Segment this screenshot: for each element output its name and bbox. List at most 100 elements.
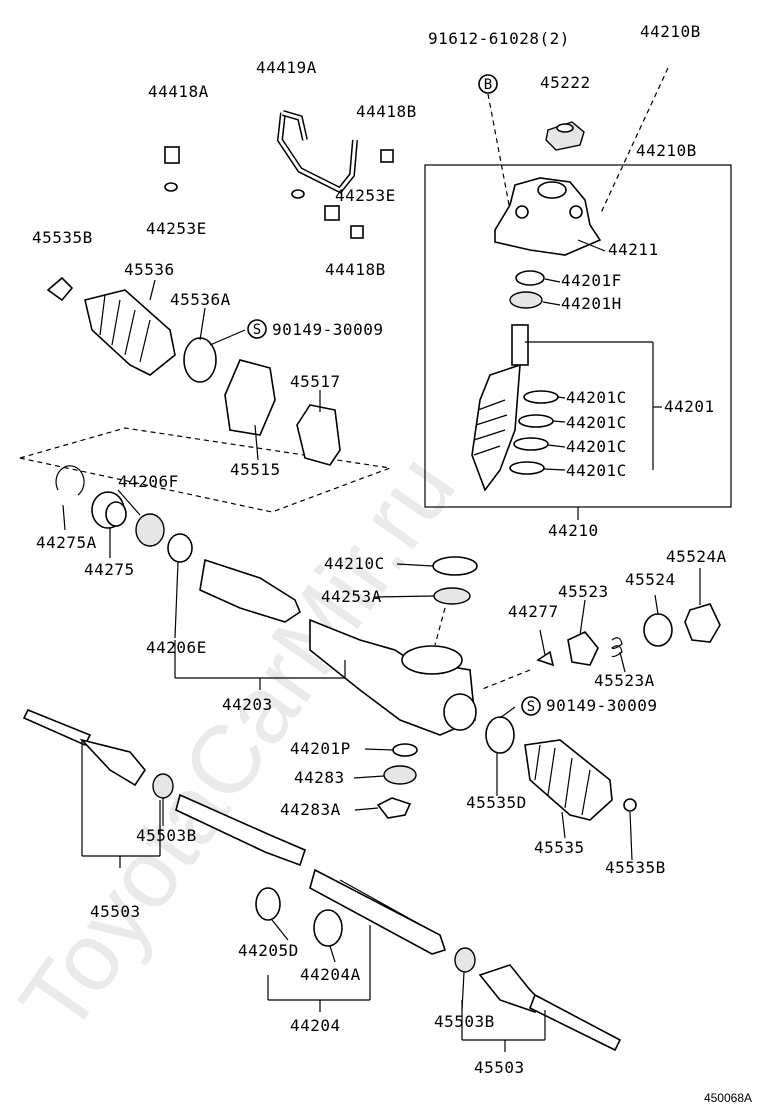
clamp-45535B-right xyxy=(623,798,637,812)
cap-leader xyxy=(434,607,446,646)
label-44201C-3: 44201C xyxy=(566,437,627,456)
bearing-44201H xyxy=(509,291,543,309)
label-44275: 44275 xyxy=(84,560,135,579)
rack-guide-leader xyxy=(479,669,531,691)
seal-44205D xyxy=(255,887,281,921)
label-44283: 44283 xyxy=(294,768,345,787)
steering-rack-44204 xyxy=(175,793,447,955)
clamp-45535B-left xyxy=(46,276,74,302)
label-45222: 45222 xyxy=(540,73,591,92)
lock-nut-44277 xyxy=(536,650,555,667)
lock-nut-45524A xyxy=(684,603,721,643)
label-45503B-2: 45503B xyxy=(434,1012,495,1031)
label-45503-1: 45503 xyxy=(90,902,141,921)
union-nut-end xyxy=(324,205,340,221)
union-nut-44418B-lower xyxy=(350,225,364,239)
label-44204: 44204 xyxy=(290,1016,341,1035)
label-44418A: 44418A xyxy=(148,82,209,101)
label-44275A: 44275A xyxy=(36,533,97,552)
rack-bushing-44275 xyxy=(91,491,127,529)
label-44201F: 44201F xyxy=(561,271,622,290)
label-45503-2: 45503 xyxy=(474,1058,525,1077)
seal-ring-44201C-1 xyxy=(523,390,559,404)
pinion-housing-44211 xyxy=(494,177,602,256)
callout-s1-circle xyxy=(247,319,267,339)
label-45536A: 45536A xyxy=(170,290,231,309)
figure-id: 450068A xyxy=(704,1091,752,1105)
label-45524A: 45524A xyxy=(666,547,727,566)
grommet-45517 xyxy=(296,404,341,466)
label-45535: 45535 xyxy=(534,838,585,857)
label-44211: 44211 xyxy=(608,240,659,259)
label-44201H: 44201H xyxy=(561,294,622,313)
callout-b-circle xyxy=(478,74,498,94)
spring-45523A xyxy=(611,637,623,658)
snap-ring-44275A xyxy=(55,465,85,496)
washer-45503B-right xyxy=(454,947,476,973)
label-45517: 45517 xyxy=(290,372,341,391)
label-90149-1: 90149-30009 xyxy=(272,320,383,339)
label-44210B-2: 44210B xyxy=(636,141,697,160)
seal-ring-44201C-2 xyxy=(518,414,554,428)
rack-housing-44203 xyxy=(199,558,477,736)
label-44418B-2: 44418B xyxy=(325,260,386,279)
rack-guide-45523 xyxy=(567,631,599,666)
label-90149-2: 90149-30009 xyxy=(546,696,657,715)
seal-44201P xyxy=(392,743,418,757)
housing-bore xyxy=(537,181,567,199)
tie-rod-end-right xyxy=(478,964,622,1052)
bearing-44283 xyxy=(383,765,417,785)
label-44253E-2: 44253E xyxy=(146,219,207,238)
label-44210B-1: 44210B xyxy=(640,22,701,41)
boot-45535 xyxy=(524,739,613,821)
label-45524: 45524 xyxy=(625,570,676,589)
label-45535B-2: 45535B xyxy=(605,858,666,877)
dashed-group-outline xyxy=(19,427,393,513)
o-ring-44253A xyxy=(433,587,471,605)
housing-port-left xyxy=(515,205,529,219)
label-44204A: 44204A xyxy=(300,965,361,984)
label-44201C-4: 44201C xyxy=(566,461,627,480)
label-45535D: 45535D xyxy=(466,793,527,812)
label-44210: 44210 xyxy=(548,521,599,540)
boot-45536 xyxy=(84,289,176,376)
label-45535B-1: 45535B xyxy=(32,228,93,247)
spring-cap-45524 xyxy=(643,613,673,647)
label-44206F: 44206F xyxy=(118,472,179,491)
cap-44210C xyxy=(432,556,478,576)
callout-s2-circle xyxy=(521,696,541,716)
callout-b: B xyxy=(484,77,492,93)
tie-rod-end-left xyxy=(22,708,146,787)
label-45515: 45515 xyxy=(230,460,281,479)
label-44201P: 44201P xyxy=(290,739,351,758)
dust-cover-45222 xyxy=(545,121,585,151)
seal-ring-44201C-4 xyxy=(509,461,545,475)
callout-s1: S xyxy=(253,322,261,338)
pressure-pipe-44419A xyxy=(276,110,358,194)
oil-seal-44206E xyxy=(167,533,193,563)
label-44203: 44203 xyxy=(222,695,273,714)
pinion-shaft xyxy=(471,324,529,492)
bolt-b-leader xyxy=(487,93,511,211)
seal-44204A xyxy=(313,909,343,947)
label-44253A: 44253A xyxy=(321,587,382,606)
label-44210C: 44210C xyxy=(324,554,385,573)
bracket-45515 xyxy=(224,359,276,436)
label-45503B-1: 45503B xyxy=(136,826,197,845)
housing-port-right xyxy=(569,205,583,219)
label-45523A: 45523A xyxy=(594,671,655,690)
label-44205D: 44205D xyxy=(238,941,299,960)
leader-lines xyxy=(62,239,701,1011)
oil-seal-44206F xyxy=(135,513,165,547)
label-44277: 44277 xyxy=(508,602,559,621)
label-45523: 45523 xyxy=(558,582,609,601)
union-nut-44418A xyxy=(164,146,180,164)
seal-ring-44201C-3 xyxy=(513,437,549,451)
label-44201C-2: 44201C xyxy=(566,413,627,432)
label-44206E: 44206E xyxy=(146,638,207,657)
label-44201C-1: 44201C xyxy=(566,388,627,407)
clamp-45535D xyxy=(485,716,515,754)
seal-44201F xyxy=(515,270,545,286)
